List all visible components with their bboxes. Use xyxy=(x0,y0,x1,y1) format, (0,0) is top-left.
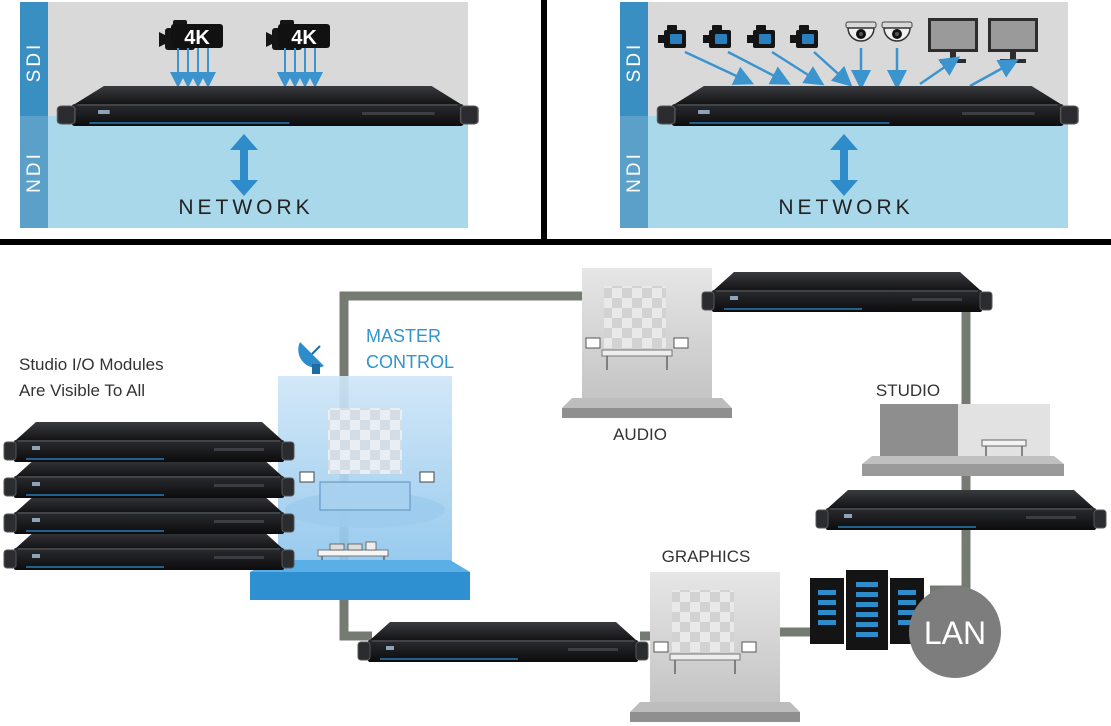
studio-io-module xyxy=(815,489,1107,531)
studio-io-module xyxy=(656,85,1079,127)
graphics-room xyxy=(629,571,801,723)
band-ndi xyxy=(620,116,648,228)
studio-io-module xyxy=(56,85,479,127)
camera-4k-icon: 4K xyxy=(159,20,223,50)
graphics-io-module xyxy=(357,621,649,663)
graphics-label: GRAPHICS xyxy=(662,547,751,566)
band-ndi xyxy=(20,116,48,228)
camera-4k-icon: 4K xyxy=(266,20,330,50)
modules-caption-line2: Are Visible To All xyxy=(19,381,145,400)
network-label: NETWORK xyxy=(178,196,313,219)
studio-label: STUDIO xyxy=(876,381,940,400)
audio-room xyxy=(561,267,733,419)
stack-module xyxy=(3,457,295,499)
master-control-label-line2: CONTROL xyxy=(366,352,454,372)
server-rack-icon xyxy=(810,570,924,650)
modules-caption-line1: Studio I/O Modules xyxy=(19,355,164,374)
band-ndi-label: NDI xyxy=(624,151,645,193)
panel-top-right: SDI NDI NETWORK xyxy=(620,2,1079,228)
band-ndi-label: NDI xyxy=(24,151,45,193)
master-control-label-line1: MASTER xyxy=(366,326,441,346)
lan-node: LAN xyxy=(909,586,1001,678)
network-arrow-icon xyxy=(830,134,858,196)
network-label: NETWORK xyxy=(778,196,913,219)
band-sdi xyxy=(620,2,648,116)
studio-set xyxy=(862,404,1064,476)
master-control-room xyxy=(250,376,470,600)
module-stack xyxy=(3,421,295,571)
network-arrow-icon xyxy=(230,134,258,196)
band-sdi-label: SDI xyxy=(24,42,45,83)
camera-4k-badge: 4K xyxy=(184,27,210,49)
panel-top-left: SDI NDI 4K 4K xyxy=(20,2,479,228)
satellite-dish-icon xyxy=(298,342,324,374)
lan-label: LAN xyxy=(924,615,986,651)
stack-module xyxy=(3,493,295,535)
audio-io-module xyxy=(701,271,993,313)
band-sdi-label: SDI xyxy=(624,42,645,83)
band-sdi xyxy=(20,2,48,116)
sdi-input-arrows xyxy=(170,48,323,88)
stack-module xyxy=(3,421,295,463)
stack-module xyxy=(3,529,295,571)
divider-vertical xyxy=(541,0,547,244)
camera-4k-badge: 4K xyxy=(291,27,317,49)
sdi-signal-arrows xyxy=(684,48,1019,90)
divider-horizontal xyxy=(0,239,1111,245)
audio-label: AUDIO xyxy=(613,425,667,444)
